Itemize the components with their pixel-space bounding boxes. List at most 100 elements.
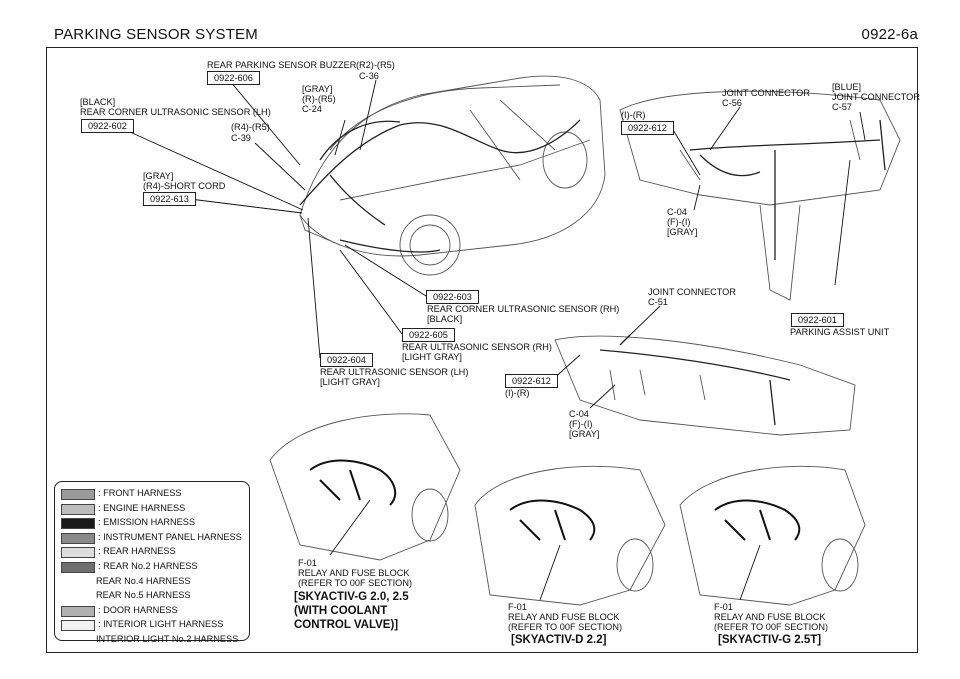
engine3-refer: (REFER TO 00F SECTION) (714, 622, 829, 632)
legend-swatch (61, 489, 95, 500)
ip-mid-ir: (I)-(R) (505, 388, 530, 398)
ip-top-c04-pins: (F)-(I) (667, 217, 691, 227)
engine1-caption-line2: (WITH COOLANT (294, 605, 388, 617)
buzzer-ref-box: 0922-606 (207, 71, 260, 85)
parking-assist-label: PARKING ASSIST UNIT (790, 327, 890, 337)
engine1-caption-line1: [SKYACTIV-G 2.0, 2.5 (294, 591, 409, 603)
corner-rh-label: REAR CORNER ULTRASONIC SENSOR (RH) (427, 304, 620, 314)
joint-connector-c57-id: C-57 (832, 102, 852, 112)
ip-harness-middle (599, 334, 791, 426)
ip-top-ref-box: 0922-612 (621, 121, 674, 135)
ip-mid-c04-id: C-04 (569, 409, 589, 419)
legend-item: REAR No.4 HARNESS (61, 576, 249, 591)
legend-label: : DOOR HARNESS (98, 604, 178, 615)
joint-connector-c51-label: JOINT CONNECTOR (648, 287, 736, 297)
legend-label: : FRONT HARNESS (98, 488, 182, 498)
legend-label: : INTERIOR LIGHT HARNESS (98, 619, 224, 630)
engine3-caption: [SKYACTIV-G 2.5T] (718, 634, 822, 646)
joint-connector-c57-color: [BLUE] (832, 82, 862, 92)
short-cord-ref-box: 0922-613 (143, 192, 196, 206)
joint-connector-c56-label: JOINT CONNECTOR (722, 88, 810, 98)
ip-top-ir: (I)-(R) (621, 110, 646, 120)
r4-r5-id: C-39 (231, 133, 251, 143)
sensor-rh-color: [LIGHT GRAY] (402, 352, 462, 362)
legend-label: INTERIOR LIGHT No.2 HARNESS (96, 633, 239, 644)
ip-top-c04-id: C-04 (667, 207, 687, 217)
engine-bay-3 (679, 465, 866, 606)
sensor-rh-label: REAR ULTRASONIC SENSOR (RH) (402, 342, 552, 352)
legend-item: INTERIOR LIGHT No.2 HARNESS (61, 634, 249, 649)
emission-harness-1 (309, 459, 397, 506)
legend-swatch (61, 561, 95, 573)
engine1-f01: F-01 (298, 558, 317, 568)
sensor-lh-ref-box: 0922-604 (320, 353, 373, 367)
rear-harness (299, 119, 581, 253)
buzzer-label: REAR PARKING SENSOR BUZZER (207, 60, 357, 70)
buzzer-connector-id: C-36 (359, 71, 379, 81)
engine-bay-2 (474, 465, 666, 606)
ip-mid-c04-color: [GRAY] (569, 429, 600, 439)
legend-item: : REAR No.2 HARNESS (61, 561, 249, 576)
engine2-caption: [SKYACTIV-D 2.2] (511, 634, 607, 646)
legend-label: : EMISSION HARNESS (98, 517, 195, 528)
ip-top-c04-color: [GRAY] (667, 227, 698, 237)
legend-swatch (61, 532, 95, 544)
harness-legend: : FRONT HARNESS : ENGINE HARNESS : EMISSIO… (54, 481, 250, 644)
parking-assist-ref-box: 0922-601 (791, 313, 844, 327)
legend-label: REAR No.4 HARNESS (96, 575, 191, 586)
legend-item: : FRONT HARNESS (61, 488, 249, 503)
emission-harness-2 (509, 499, 596, 541)
legend-label: : REAR HARNESS (98, 546, 176, 557)
legend-item: : EMISSION HARNESS (61, 517, 249, 532)
rear-car-illustration (299, 75, 606, 276)
gray-connector-label: [GRAY] (302, 84, 333, 94)
buzzer-connector: (R2)-(R5) (356, 60, 395, 70)
engine2-f01: F-01 (508, 602, 527, 612)
sensor-lh-label: REAR ULTRASONIC SENSOR (LH) (320, 367, 469, 377)
instrument-panel-middle (554, 335, 856, 436)
engine3-relay: RELAY AND FUSE BLOCK (714, 612, 826, 622)
joint-connector-c57-label: JOINT CONNECTOR (832, 92, 920, 102)
legend-item: : INSTRUMENT PANEL HARNESS (61, 532, 249, 547)
engine1-refer: (REFER TO 00F SECTION) (298, 578, 413, 588)
leader-lines (129, 79, 866, 601)
legend-label: : ENGINE HARNESS (98, 502, 186, 513)
short-cord-color: [GRAY] (143, 171, 174, 181)
engine1-caption-line3: CONTROL VALVE)] (294, 619, 399, 631)
engine-bay-1 (269, 413, 461, 561)
corner-rh-color: [BLACK] (427, 314, 463, 324)
legend-item: REAR No.5 HARNESS (61, 590, 249, 605)
engine2-relay: RELAY AND FUSE BLOCK (508, 612, 620, 622)
joint-connector-c51-id: C-51 (648, 297, 668, 307)
engine3-f01: F-01 (714, 602, 733, 612)
legend-item: : ENGINE HARNESS (61, 503, 249, 518)
legend-item: : REAR HARNESS (61, 546, 249, 561)
legend-swatch (61, 547, 95, 559)
legend-swatch (61, 518, 95, 530)
legend-swatch (61, 620, 95, 632)
ip-harness-top (689, 119, 886, 260)
legend-label: REAR No.5 HARNESS (96, 590, 191, 601)
corner-lh-label: REAR CORNER ULTRASONIC SENSOR (LH) (80, 107, 271, 117)
joint-connector-c56-id: C-56 (722, 98, 742, 108)
gray-connector-pins: (R)-(R5) (302, 94, 336, 104)
page-code: 0922-6a (861, 26, 918, 43)
ip-mid-c04-pins: (F)-(I) (569, 419, 593, 429)
legend-swatch (61, 605, 95, 617)
diagram-frame (46, 47, 918, 653)
r4-r5-pins: (R4)-(R5) (231, 122, 270, 132)
legend-item: : INTERIOR LIGHT HARNESS (61, 619, 249, 634)
instrument-panel-top (619, 90, 901, 301)
page-title: PARKING SENSOR SYSTEM (54, 26, 258, 43)
sensor-rh-ref-box: 0922-605 (402, 328, 455, 342)
ip-mid-ref-box: 0922-612 (505, 374, 558, 388)
legend-item: : DOOR HARNESS (61, 605, 249, 620)
sensor-lh-color: [LIGHT GRAY] (320, 377, 380, 387)
corner-rh-ref-box: 0922-603 (426, 290, 479, 304)
engine2-refer: (REFER TO 00F SECTION) (508, 622, 623, 632)
legend-label: : REAR No.2 HARNESS (98, 560, 198, 571)
corner-lh-color: [BLACK] (80, 97, 116, 107)
corner-lh-ref-box: 0922-602 (81, 119, 134, 133)
short-cord-label: (R4)-SHORT CORD (143, 181, 226, 191)
